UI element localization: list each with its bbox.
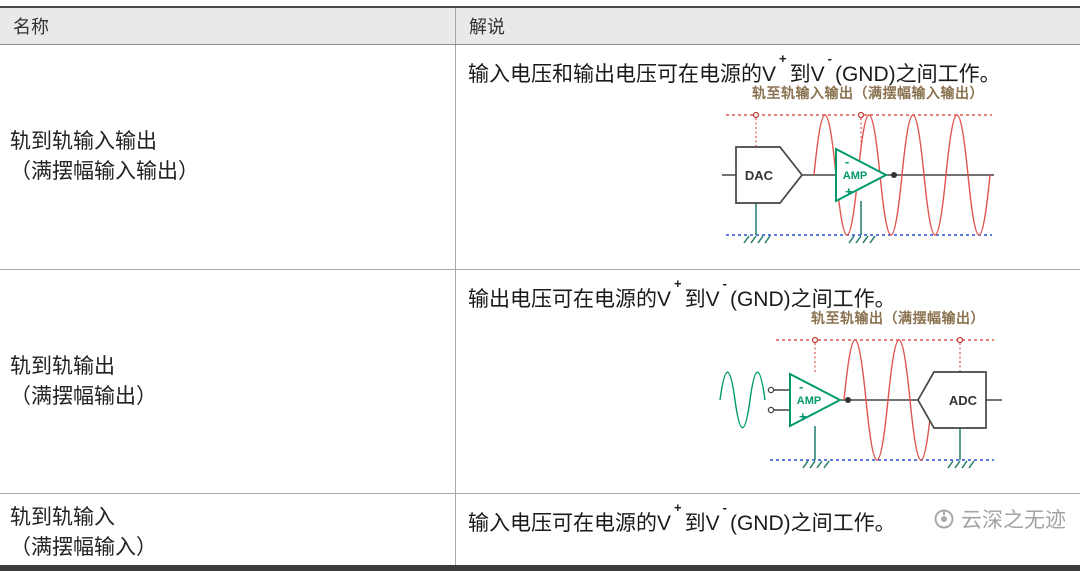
camera-icon [934,509,954,529]
watermark-text: 云深之无迹 [961,509,1066,532]
dac-label: DAC [745,168,774,183]
ground-icon [848,201,876,244]
v-minus-superscript: - [722,276,727,291]
red-sine-wave [813,114,991,236]
desc-text: 输入电压和输出电压可在电源的V+到V-(GND)之间工作。 [468,51,1001,86]
adc-block [917,371,987,429]
ground-icon [743,203,771,244]
v-plus-superscript: + [779,51,787,66]
adc-label: ADC [949,393,978,408]
red-sine-wave [843,339,933,461]
green-sine-wave [719,371,766,429]
diagram-caption: 轨至轨输出（满摆幅输出） [811,310,985,326]
rail-to-rail-output-diagram: 轨至轨输出（满摆幅输出） [719,310,1002,469]
junction-dot [891,172,897,178]
name-line: （满摆幅输入） [10,535,157,559]
name-line: 轨到轨输出 [10,354,115,378]
desc-text: 输出电压可在电源的V+到V-(GND)之间工作。 [468,276,896,311]
power-terminal [857,111,865,119]
header-cell-desc: 解说 [455,8,1080,44]
amp-minus-sign: - [799,379,803,394]
table-row: 轨到轨输入 （满摆幅输入） 输入电压可在电源的V+到V-(GND)之间工作。 [0,494,1080,571]
name-line: （满摆幅输出） [10,384,157,408]
table-header-row: 名称 解说 [0,8,1080,45]
rail-to-rail-io-diagram: 轨至轨输入输出（满摆幅输入输出） [722,85,994,244]
amp-triangle [835,147,889,203]
power-terminal [811,336,819,344]
v-plus-superscript: + [674,276,682,291]
desc-cell: 输入电压可在电源的V+到V-(GND)之间工作。 [455,494,1080,571]
table-row: 轨到轨输入输出 （满摆幅输入输出） 输入电压和输出电压可在电源的V+到V-(GN… [0,45,1080,270]
table-row: 轨到轨输出 （满摆幅输出） 输出电压可在电源的V+到V-(GND)之间工作。 轨… [0,270,1080,494]
input-terminal [767,406,775,414]
v-minus-superscript: - [827,51,832,66]
diagram-caption: 轨至轨输入输出（满摆幅输入输出） [752,85,984,101]
header-cell-name: 名称 [13,17,49,37]
desc-cell: 输入电压和输出电压可在电源的V+到V-(GND)之间工作。 轨至轨输入输出（满摆… [455,45,1080,269]
amp-plus-sign: + [845,184,853,199]
junction-dot [845,397,851,403]
ground-icon [947,428,975,469]
desc-cell: 输出电压可在电源的V+到V-(GND)之间工作。 轨至轨输出（满摆幅输出） [455,270,1080,493]
input-terminal [767,386,775,394]
ground-icon [802,426,830,469]
amp-triangle [789,372,843,428]
amp-label: AMP [797,395,821,407]
name-cell: 轨到轨输出 （满摆幅输出） [0,270,455,493]
amp-label: AMP [843,170,867,182]
name-cell: 轨到轨输入 （满摆幅输入） [0,494,455,571]
power-terminal [956,336,964,344]
v-plus-superscript: + [674,500,682,515]
name-line: （满摆幅输入输出） [10,160,199,183]
name-line: 轨到轨输入输出 [10,130,157,154]
dac-block [735,146,804,204]
name-cell: 轨到轨输入输出 （满摆幅输入输出） [0,45,455,269]
comparison-table: 名称 解说 轨到轨输入输出 （满摆幅输入输出） 输入电压和输出电压可在电源的V+… [0,6,1080,571]
amp-minus-sign: - [845,154,849,169]
power-terminal [752,111,760,119]
bottom-bar [0,565,1080,571]
amp-plus-sign: + [799,409,807,424]
desc-text: 输入电压可在电源的V+到V-(GND)之间工作。 [468,500,896,535]
v-minus-superscript: - [722,500,727,515]
name-line: 轨到轨输入 [10,505,115,529]
watermark: 云深之无迹 [933,504,1066,534]
